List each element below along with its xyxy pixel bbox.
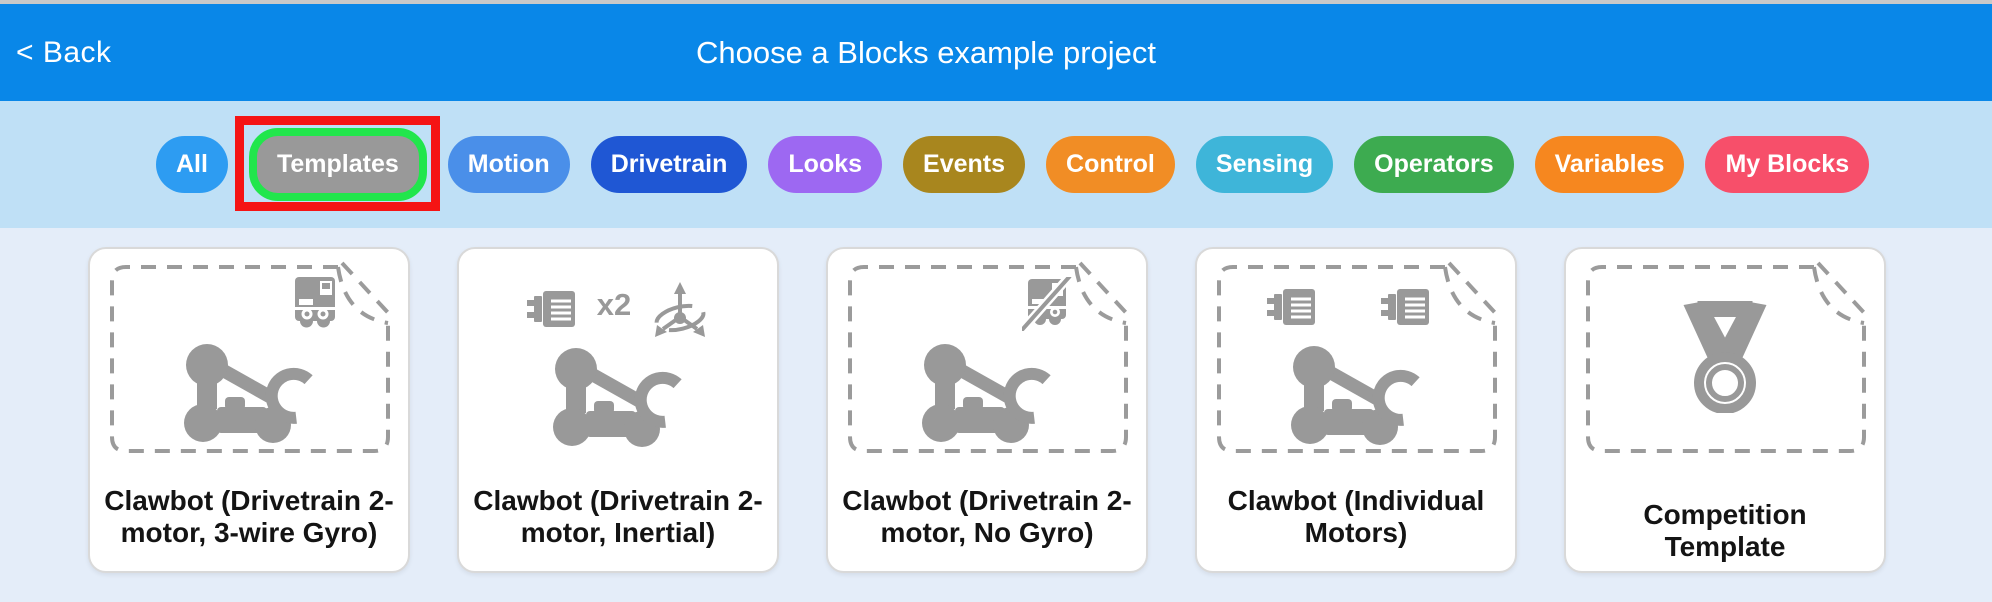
- card-title: Clawbot (Drivetrain 2-motor, 3-wire Gyro…: [104, 485, 394, 548]
- filter-pill-events[interactable]: Events: [903, 136, 1026, 193]
- filter-pill-all[interactable]: All: [156, 136, 228, 193]
- filter-bar: All Templates Motion Drivetrain Looks Ev…: [0, 101, 1992, 228]
- medal-icon: [1668, 301, 1783, 413]
- filter-pill-variables[interactable]: Variables: [1534, 136, 1685, 193]
- filter-pill-motion[interactable]: Motion: [447, 136, 570, 193]
- filter-pill-operators[interactable]: Operators: [1354, 136, 1514, 193]
- card-icon-row: x2: [459, 281, 777, 341]
- clawbot-icon: [1286, 345, 1426, 449]
- inertial-sensor-icon: [652, 281, 709, 339]
- clawbot-icon: [179, 343, 319, 447]
- clawbot-icon: [917, 343, 1057, 447]
- motor-icon: [526, 289, 577, 329]
- card-title: Competition Template: [1643, 499, 1807, 562]
- project-card-clawbot-3wire-gyro[interactable]: Clawbot (Drivetrain 2-motor, 3-wire Gyro…: [88, 247, 410, 573]
- project-card-clawbot-individual-motors[interactable]: Clawbot (Individual Motors): [1195, 247, 1517, 573]
- project-card-clawbot-no-gyro[interactable]: Clawbot (Drivetrain 2-motor, No Gyro): [826, 247, 1148, 573]
- project-card-clawbot-inertial[interactable]: x2 Clawbot (Drivetrain 2-motor, Inertial…: [457, 247, 779, 573]
- filter-pill-control[interactable]: Control: [1046, 136, 1175, 193]
- filter-pill-looks[interactable]: Looks: [768, 136, 883, 193]
- example-project-grid: Clawbot (Drivetrain 2-motor, 3-wire Gyro…: [88, 247, 1886, 573]
- motor-icon: [1267, 287, 1317, 327]
- filter-pill-drivetrain[interactable]: Drivetrain: [590, 136, 748, 193]
- title-bar: < Back Choose a Blocks example project: [0, 4, 1992, 101]
- filter-pill-templates[interactable]: Templates: [248, 128, 427, 201]
- templates-pill-annotated: Templates: [234, 116, 440, 211]
- motor-count-label: x2: [596, 287, 632, 322]
- filter-pill-sensing[interactable]: Sensing: [1195, 136, 1334, 193]
- filter-pill-my-blocks[interactable]: My Blocks: [1705, 136, 1870, 193]
- gyro-3wire-icon: [295, 277, 335, 328]
- window-top-strip: [0, 0, 1992, 4]
- card-title: Clawbot (Drivetrain 2-motor, No Gyro): [842, 485, 1132, 548]
- card-title: Clawbot (Individual Motors): [1227, 485, 1485, 548]
- card-title: Clawbot (Drivetrain 2-motor, Inertial): [473, 485, 763, 548]
- motor-icon: [1381, 287, 1431, 327]
- page-title: Choose a Blocks example project: [695, 34, 1157, 70]
- clawbot-icon: [548, 347, 688, 451]
- no-gyro-icon: [1022, 277, 1072, 331]
- project-card-competition-template[interactable]: Competition Template: [1564, 247, 1886, 573]
- back-button[interactable]: < Back: [16, 35, 112, 69]
